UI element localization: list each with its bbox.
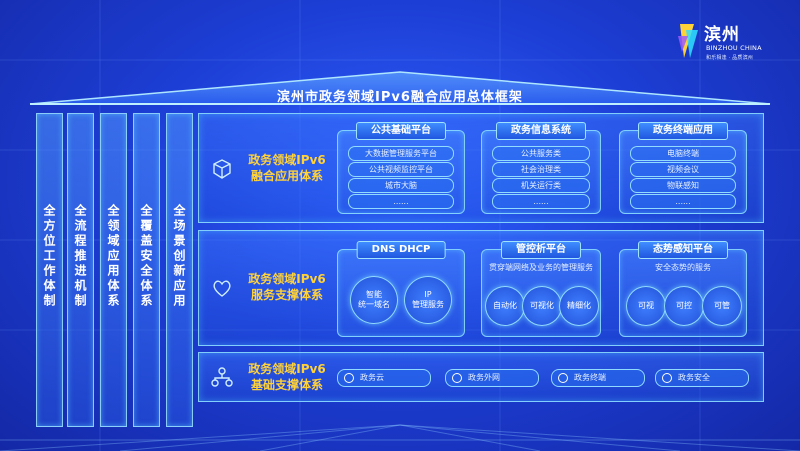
list-item: ...... bbox=[348, 194, 454, 209]
tier-label: 政务领域IPv6 服务支撑体系 bbox=[239, 271, 335, 303]
base-item-label: 政务安全 bbox=[678, 373, 710, 382]
circle-controllable: 可控 bbox=[664, 286, 704, 326]
tier-label-line2: 服务支撑体系 bbox=[250, 288, 323, 302]
tier-base-system: 政务领域IPv6 基础支撑体系 政务云 政务外网 政务终端 政务安全 bbox=[198, 352, 764, 402]
pillar-security-system: 全覆盖安全体系 bbox=[133, 113, 160, 427]
pillar-label: 全覆盖安全体系 bbox=[139, 204, 153, 309]
list-item: 物联感知 bbox=[630, 178, 736, 193]
card-gov-info-system: 政务信息系统 公共服务类 社会治理类 机关运行类 ...... bbox=[481, 122, 601, 214]
binzhou-logo: 滨州 BINZHOU CHINA 和乐相逢 · 品质滨州 bbox=[676, 22, 786, 70]
list-item: 城市大脑 bbox=[348, 178, 454, 193]
pillar-work-system: 全方位工作体制 bbox=[36, 113, 63, 427]
cube-icon bbox=[213, 159, 231, 179]
circle-smart-domain: 智能 统一域名 bbox=[350, 276, 398, 324]
list-item: 机关运行类 bbox=[492, 178, 590, 193]
heart-icon bbox=[213, 280, 231, 297]
tier-label-line2: 基础支撑体系 bbox=[250, 378, 323, 392]
circle-automation: 自动化 bbox=[485, 286, 525, 326]
card-title: 公共基础平台 bbox=[356, 122, 446, 140]
card-dns-dhcp: DNS DHCP 智能 统一域名 IP 管理服务 bbox=[337, 241, 465, 337]
list-item: 公共视频监控平台 bbox=[348, 162, 454, 177]
circle-manageable: 可管 bbox=[702, 286, 742, 326]
tier-label-line1: 政务领域IPv6 bbox=[248, 362, 326, 376]
list-item: 电脑终端 bbox=[630, 146, 736, 161]
list-item: 社会治理类 bbox=[492, 162, 590, 177]
network-icon bbox=[211, 367, 233, 387]
pillar-label: 全方位工作体制 bbox=[42, 204, 56, 309]
circle-visualization: 可视化 bbox=[522, 286, 562, 326]
list-item: 视频会议 bbox=[630, 162, 736, 177]
card-title: 管控析平台 bbox=[501, 241, 581, 259]
monitor-icon bbox=[558, 373, 568, 383]
card-terminal-application: 政务终端应用 电脑终端 视频会议 物联感知 ...... bbox=[619, 122, 747, 214]
tier-label-line1: 政务领域IPv6 bbox=[248, 272, 326, 286]
card-situation-awareness: 态势感知平台 安全态势的服务 可视 可控 可管 bbox=[619, 241, 747, 337]
tier-service-system: 政务领域IPv6 服务支撑体系 DNS DHCP 智能 统一域名 IP 管理服务… bbox=[198, 230, 764, 346]
card-title: 政务终端应用 bbox=[638, 122, 728, 140]
tier-label-line2: 融合应用体系 bbox=[250, 169, 323, 183]
card-description: 安全态势的服务 bbox=[655, 263, 711, 272]
globe-icon bbox=[452, 373, 462, 383]
logo-slogan: 和乐相逢 · 品质滨州 bbox=[706, 55, 753, 61]
card-control-platform: 管控析平台 贯穿端网络及业务的管理服务 自动化 可视化 精细化 bbox=[481, 241, 601, 337]
base-item-extranet: 政务外网 bbox=[445, 369, 539, 387]
list-item: ...... bbox=[630, 194, 736, 209]
list-item: ...... bbox=[492, 194, 590, 209]
base-item-security: 政务安全 bbox=[655, 369, 749, 387]
tier-label: 政务领域IPv6 融合应用体系 bbox=[239, 152, 335, 184]
list-item: 大数据管理服务平台 bbox=[348, 146, 454, 161]
card-public-platform: 公共基础平台 大数据管理服务平台 公共视频监控平台 城市大脑 ...... bbox=[337, 122, 465, 214]
base-item-label: 政务外网 bbox=[468, 373, 500, 382]
pillar-label: 全场景创新应用 bbox=[172, 204, 186, 309]
pillar-label: 全流程推进机制 bbox=[73, 204, 87, 309]
tier-application-system: 政务领域IPv6 融合应用体系 公共基础平台 大数据管理服务平台 公共视频监控平… bbox=[198, 113, 764, 223]
card-title: 态势感知平台 bbox=[638, 241, 728, 259]
base-item-label: 政务云 bbox=[360, 373, 384, 382]
base-item-terminal: 政务终端 bbox=[551, 369, 645, 387]
circle-ip-management: IP 管理服务 bbox=[404, 276, 452, 324]
pillar-process-mechanism: 全流程推进机制 bbox=[67, 113, 94, 427]
circle-visible: 可视 bbox=[626, 286, 666, 326]
pillar-label: 全领域应用体系 bbox=[106, 204, 120, 309]
cloud-icon bbox=[344, 373, 354, 383]
card-title: 政务信息系统 bbox=[496, 122, 586, 140]
circle-refinement: 精细化 bbox=[559, 286, 599, 326]
card-title: DNS DHCP bbox=[356, 241, 446, 259]
tier-label-line1: 政务领域IPv6 bbox=[248, 153, 326, 167]
pillar-innovation-application: 全场景创新应用 bbox=[166, 113, 193, 427]
tier-label: 政务领域IPv6 基础支撑体系 bbox=[239, 361, 335, 393]
pillar-application-system: 全领域应用体系 bbox=[100, 113, 127, 427]
base-item-cloud: 政务云 bbox=[337, 369, 431, 387]
logo-name: 滨州 bbox=[704, 25, 740, 45]
logo-mark-icon bbox=[678, 24, 698, 58]
list-item: 公共服务类 bbox=[492, 146, 590, 161]
page-title: 滨州市政务领域IPv6融合应用总体框架 bbox=[277, 90, 523, 105]
shield-icon bbox=[662, 373, 672, 383]
logo-english: BINZHOU CHINA bbox=[706, 44, 762, 52]
card-description: 贯穿端网络及业务的管理服务 bbox=[489, 263, 593, 272]
roof-shape bbox=[29, 71, 771, 105]
base-item-label: 政务终端 bbox=[574, 373, 606, 382]
